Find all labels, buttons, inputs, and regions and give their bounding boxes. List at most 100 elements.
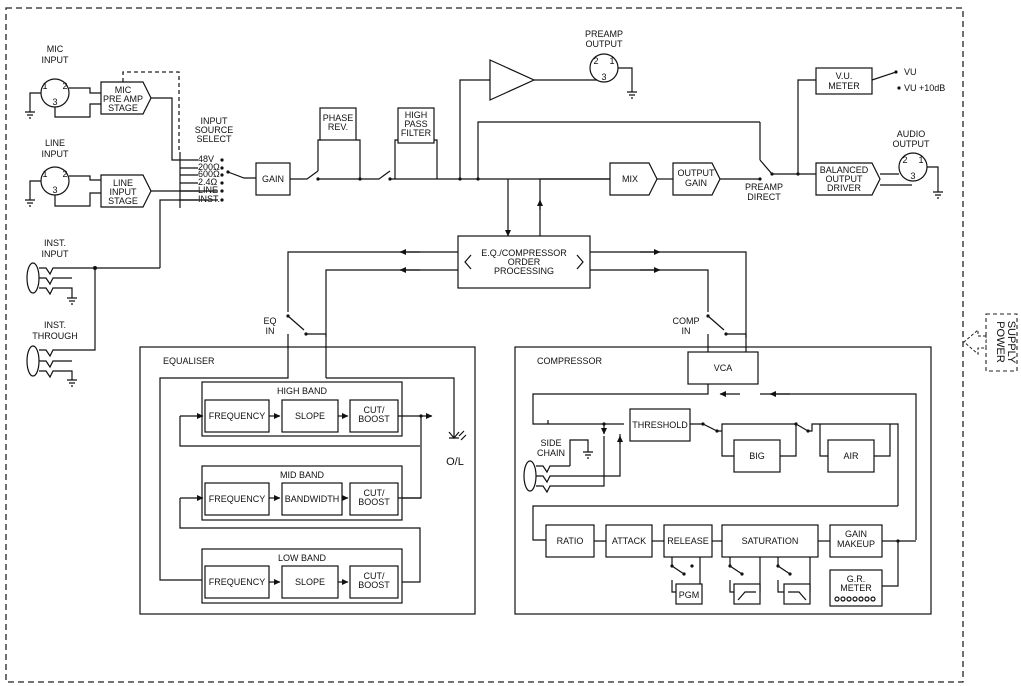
mid-frequency-label: FREQUENCY (209, 494, 266, 504)
pin-label: 1 (42, 169, 47, 179)
high-boost-label: BOOST (358, 414, 390, 424)
power-supply-label-2: SUPPLY (1005, 321, 1017, 364)
mic-input-label-2: INPUT (42, 55, 70, 65)
output-gain-label-1: OUTPUT (678, 168, 716, 178)
unit-boundary (5, 7, 964, 683)
inst-input-jack: INST. INPUT (26, 238, 95, 305)
mid-band-cut-boost (349, 482, 399, 516)
equaliser-title: EQUALISER (163, 356, 215, 366)
inst-input-label-1: INST. (44, 238, 66, 248)
pin-label: 2 (902, 155, 907, 165)
balanced-output-driver-block (815, 162, 881, 196)
saturation-label: SATURATION (742, 536, 799, 546)
mix-block (609, 162, 658, 196)
air-label: AIR (843, 451, 859, 461)
bod-label-1: BALANCED (820, 165, 869, 175)
order-label-1: E.Q./COMPRESSOR (481, 248, 567, 258)
inst-through-label-1: INST. (44, 320, 66, 330)
mid-band-frequency (204, 482, 270, 516)
line-input-stage-label-1: LINE (113, 178, 133, 188)
gr-meter-label-2: METER (840, 583, 872, 593)
order-label-2: ORDER (508, 257, 541, 267)
eq-in-label-1: EQ (263, 316, 276, 326)
gr-meter-leds (834, 596, 876, 602)
source-option-600ohm: 600Ω (198, 169, 220, 179)
attack-block (605, 524, 653, 558)
pin-label: 2 (593, 56, 598, 66)
preamp-direct-label-1: PREAMP (745, 182, 783, 192)
overload-led: O/L (446, 416, 467, 468)
pin-label: 2 (62, 81, 67, 91)
line-input-stage (100, 174, 152, 208)
vu-meter-label-1: V.U. (836, 71, 853, 81)
source-option-2k4ohm: 2.4Ω (198, 177, 218, 187)
line-input-stage-label-3: STAGE (108, 196, 138, 206)
pgm-block (675, 583, 703, 605)
line-input-label-1: LINE (45, 138, 65, 148)
line-input-connector: LINE INPUT 1 2 3 (40, 138, 70, 196)
input-source-label-2: SOURCE (195, 125, 234, 135)
power-supply-label-1: POWER (994, 321, 1006, 363)
preamp-direct-label-2: DIRECT (747, 192, 781, 202)
mid-band-group (201, 465, 403, 521)
preamp-output-connector: 2 1 3 (589, 53, 619, 83)
low-band-cut-boost (349, 565, 399, 599)
low-band-title: LOW BAND (278, 553, 327, 563)
mid-boost-label: BOOST (358, 497, 390, 507)
preamp-output-label-2: OUTPUT (586, 39, 624, 49)
mid-band-bandwidth (281, 482, 343, 516)
threshold-label: THRESHOLD (632, 420, 688, 430)
compressor-title: COMPRESSOR (537, 356, 603, 366)
mic-input-connector: MIC INPUT 1 2 3 (40, 44, 70, 108)
output-gain-label-2: GAIN (685, 178, 707, 188)
release-label: RELEASE (667, 536, 709, 546)
hpf-label-3: FILTER (401, 128, 432, 138)
power-arrow (963, 328, 987, 356)
gain-makeup-label-2: MAKEUP (837, 539, 875, 549)
low-frequency-label: FREQUENCY (209, 577, 266, 587)
high-band-frequency (204, 399, 270, 433)
output-gain-block (672, 162, 721, 196)
preamp-output-amp (489, 59, 536, 101)
big-label: BIG (749, 451, 765, 461)
mic-preamp-label-1: MIC (115, 85, 132, 95)
low-band-frequency (204, 565, 270, 599)
high-band-cut-boost (349, 399, 399, 433)
high-band-slope (281, 399, 339, 433)
bod-label-2: OUTPUT (826, 174, 864, 184)
high-band-group (201, 381, 403, 437)
source-option-200ohm: 200Ω (198, 162, 220, 172)
gain-label: GAIN (262, 174, 284, 184)
source-option-inst: INST. (198, 194, 220, 204)
mic-preamp-stage (100, 81, 152, 115)
phase-rev-block (319, 107, 357, 141)
low-slope-label: SLOPE (295, 577, 325, 587)
pin-label: 1 (609, 56, 614, 66)
pin-label: 3 (52, 97, 57, 107)
release-block (663, 524, 713, 558)
mix-label: MIX (622, 174, 638, 184)
vu-meter-label-2: METER (828, 81, 860, 91)
inst-through-label-2: THROUGH (32, 331, 78, 341)
inst-input-label-2: INPUT (42, 249, 70, 259)
gain-makeup-block (829, 524, 883, 558)
pin-label: 3 (601, 72, 606, 82)
vca-label: VCA (714, 363, 733, 373)
pgm-label: PGM (679, 590, 700, 600)
high-band-title: HIGH BAND (277, 386, 328, 396)
line-input-label-2: INPUT (42, 149, 70, 159)
high-cut-label: CUT/ (364, 405, 385, 415)
vu-meter-block (815, 67, 873, 95)
phase-rev-label-1: PHASE (323, 113, 354, 123)
saturation-curve-1 (733, 583, 761, 605)
pin-label: 1 (42, 81, 47, 91)
vu-label: VU (904, 67, 917, 77)
preamp-output-label-1: PREAMP (585, 29, 623, 39)
pin-label: 3 (52, 185, 57, 195)
phase-rev-label-2: REV. (328, 122, 348, 132)
attack-label: ATTACK (612, 536, 646, 546)
low-band-group (201, 548, 403, 604)
side-chain-jack (523, 436, 605, 494)
air-block (827, 439, 875, 473)
threshold-block (629, 408, 691, 442)
